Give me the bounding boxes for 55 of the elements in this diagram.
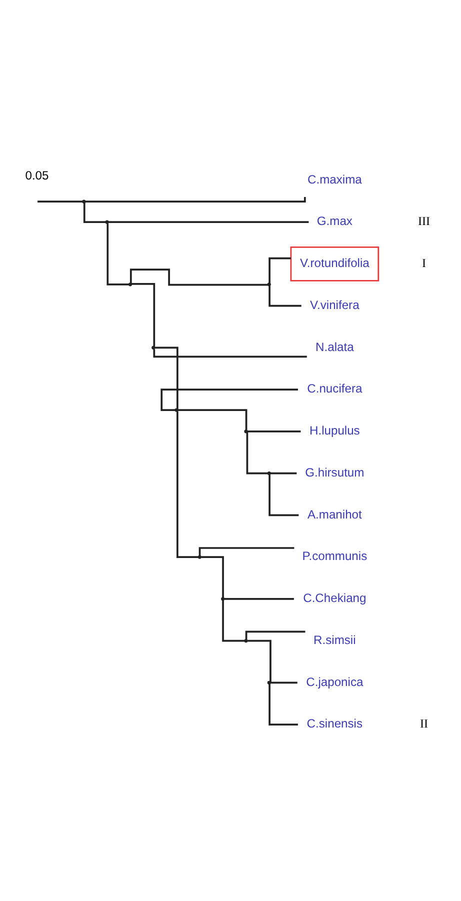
connector <box>176 411 198 558</box>
node-point <box>198 555 202 559</box>
connector <box>106 224 129 286</box>
label: I <box>422 256 426 270</box>
node-point <box>82 200 86 204</box>
connector <box>132 283 156 347</box>
connector <box>38 200 83 203</box>
connector <box>245 630 306 640</box>
node-text: G.max <box>316 214 352 228</box>
node-point <box>105 220 109 224</box>
node-point <box>128 282 132 286</box>
connector <box>224 598 294 600</box>
connector <box>154 346 178 409</box>
node-text: H.lupulus <box>310 424 360 438</box>
node-text: R.simsii <box>314 632 356 647</box>
connector <box>268 684 298 726</box>
node-point <box>267 472 271 476</box>
connector <box>160 388 298 411</box>
node-point <box>152 346 156 350</box>
connector <box>248 640 272 683</box>
label: II <box>420 716 428 731</box>
node-text: C.maxima <box>308 172 362 186</box>
connector <box>198 547 294 556</box>
connector <box>270 472 297 474</box>
connector <box>268 474 299 516</box>
node-point <box>174 408 178 412</box>
connector <box>130 268 268 286</box>
node-point <box>244 430 248 434</box>
node-point <box>267 680 271 684</box>
node-text: G.hirsutum <box>305 465 364 480</box>
connector <box>248 430 301 432</box>
connector <box>178 409 248 430</box>
node-text: V.vinifera <box>310 298 360 312</box>
connector <box>83 202 106 223</box>
label: III <box>418 214 430 228</box>
node-text: P.communis <box>302 549 368 564</box>
connector <box>222 600 244 642</box>
connector <box>201 556 224 598</box>
connector <box>153 349 307 358</box>
connector <box>268 257 291 283</box>
node-text: N.alata <box>316 340 354 354</box>
node-point <box>244 638 248 643</box>
node-text: C.sinensis <box>306 716 363 731</box>
connector <box>246 432 268 474</box>
node-text: C.japonica <box>306 674 364 689</box>
node-text: C.Chekiang <box>303 591 366 606</box>
node-text: C.nucifera <box>307 382 362 396</box>
connector <box>108 221 309 223</box>
connector <box>270 682 298 684</box>
connector <box>268 286 302 307</box>
node-text: A.manihot <box>307 507 362 522</box>
node-point <box>221 597 225 601</box>
node-point <box>267 282 271 286</box>
label: 0.05 <box>25 168 49 183</box>
node-box: V.rotundifolia <box>290 246 380 282</box>
